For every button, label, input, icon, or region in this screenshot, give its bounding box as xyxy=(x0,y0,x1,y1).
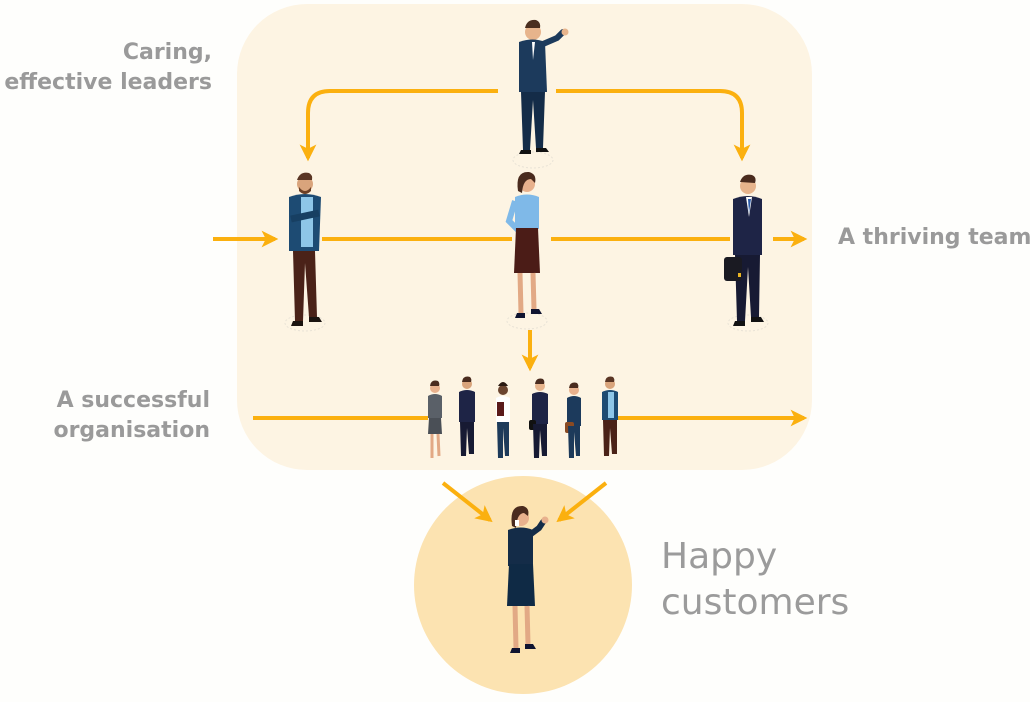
organisation-group xyxy=(428,376,618,458)
group-person-1 xyxy=(428,380,442,458)
group-person-3 xyxy=(496,382,510,458)
label-org-line2: organisation xyxy=(53,418,210,443)
label-customers-line2: customers xyxy=(661,582,850,623)
label-leaders-line1: Caring, xyxy=(122,40,212,65)
group-person-5 xyxy=(565,382,581,458)
arrow-org-to-customer-left xyxy=(441,481,493,523)
label-successful-organisation: A successful organisation xyxy=(0,386,210,446)
arrow-leader-to-left xyxy=(299,89,498,162)
group-person-6 xyxy=(602,376,618,456)
label-customers-line1: Happy xyxy=(661,536,778,577)
label-caring-effective-leaders: Caring, effective leaders xyxy=(0,38,212,98)
group-person-2 xyxy=(459,376,475,456)
arrow-org-to-customer-right xyxy=(556,481,608,523)
label-leaders-line2: effective leaders xyxy=(4,70,212,95)
woman-on-phone-figure xyxy=(507,505,549,653)
label-happy-customers: Happy customers xyxy=(661,534,849,626)
arrow-leader-to-right xyxy=(556,89,751,162)
label-org-line1: A successful xyxy=(56,388,210,413)
businessman-briefcase-figure xyxy=(724,174,769,332)
manager-figure xyxy=(512,19,569,169)
group-person-4 xyxy=(529,378,548,458)
label-thriving-team: A thriving team xyxy=(838,225,1030,250)
woman-blue-blouse-figure xyxy=(505,171,548,330)
bearded-man-figure xyxy=(284,172,326,332)
